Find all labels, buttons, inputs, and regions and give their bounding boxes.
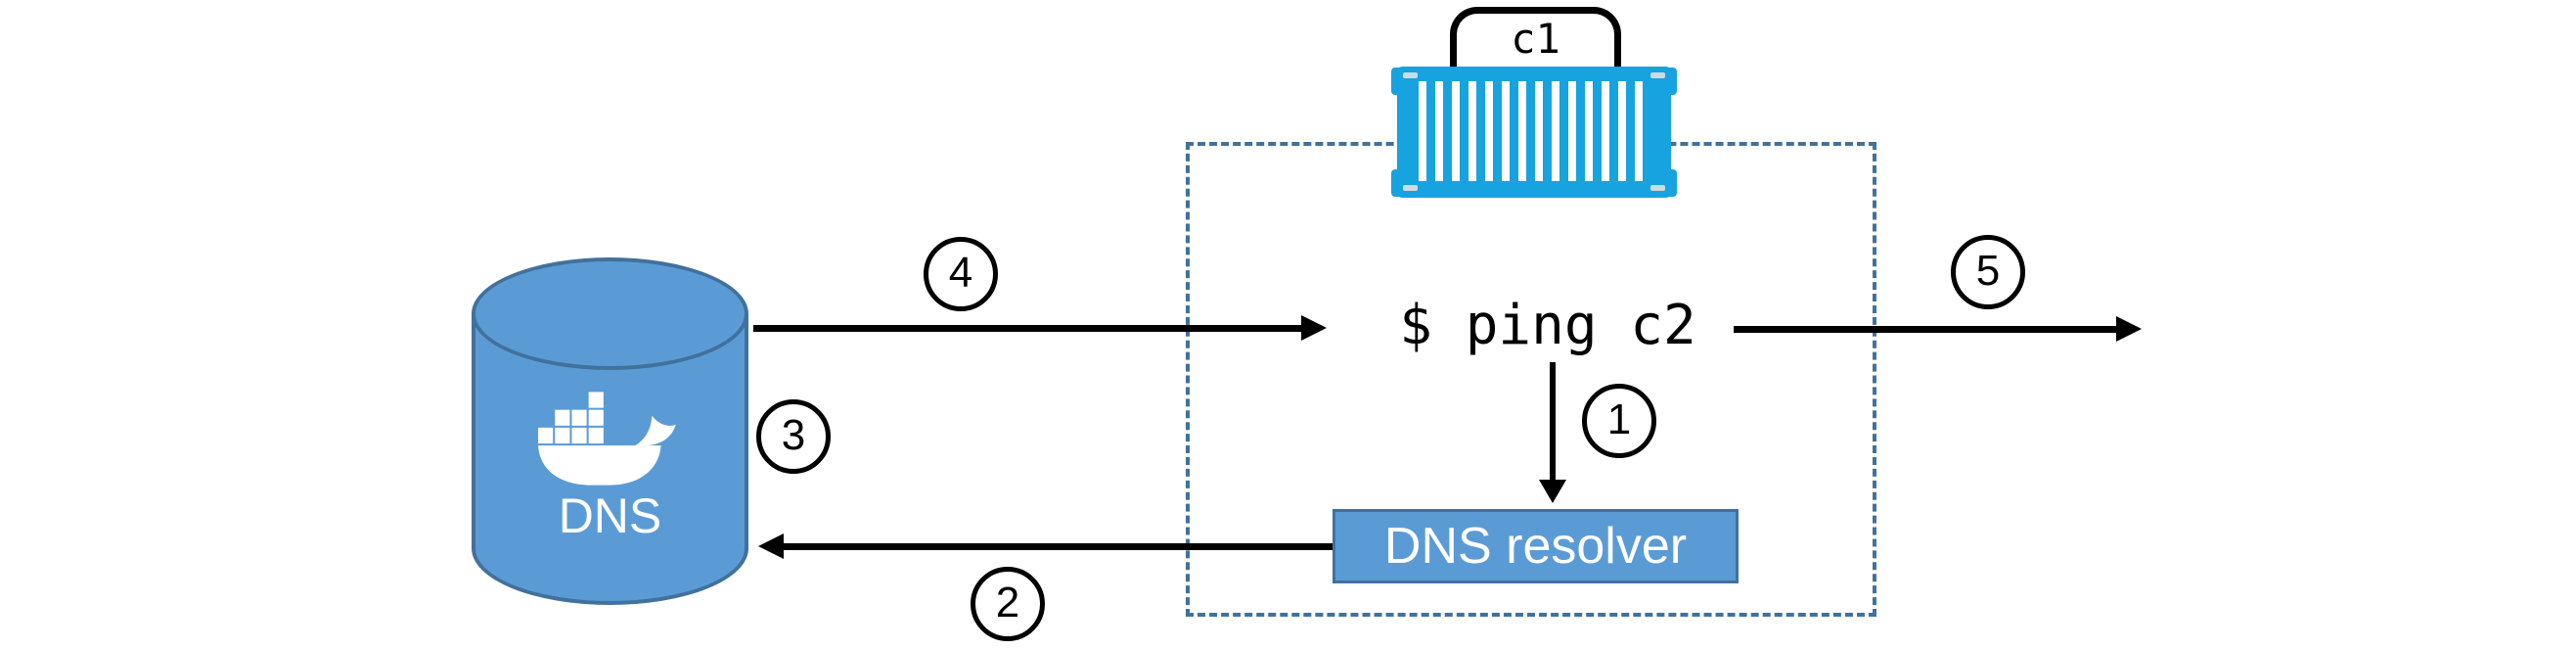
- container-corner-tab: [1391, 169, 1415, 197]
- arrow-step4-shaft: [753, 325, 1303, 332]
- arrow-step1-head: [1539, 480, 1566, 503]
- arrow-step2-head: [758, 533, 784, 559]
- container-corner-tab: [1653, 169, 1677, 197]
- arrow-step5-head: [2116, 316, 2142, 342]
- container-corner-mark: [1650, 185, 1665, 191]
- arrow-step1-shaft: [1550, 362, 1556, 482]
- dns-database-cylinder-top: [472, 257, 748, 370]
- arrow-step5-shaft: [1734, 326, 2118, 333]
- step-badge-2: 2: [971, 567, 1045, 641]
- dns-resolver-box: DNS resolver: [1333, 509, 1739, 583]
- container-corner-mark: [1650, 72, 1665, 78]
- dns-resolver-label: DNS resolver: [1383, 518, 1688, 575]
- step-badge-4: 4: [924, 237, 998, 311]
- dns-store-label: DNS: [558, 488, 662, 543]
- arrow-step4-head: [1301, 315, 1327, 341]
- container-stripes: [1419, 81, 1651, 181]
- step-badge-1: 1: [1582, 384, 1656, 458]
- arrow-step2-shaft: [782, 543, 1333, 550]
- container-corner-tab: [1391, 68, 1415, 95]
- container-corner-mark: [1403, 185, 1418, 191]
- step-badge-5: 5: [1951, 235, 2025, 309]
- docker-whale-icon: [538, 392, 676, 486]
- step-badge-3: 3: [756, 399, 831, 474]
- ping-command-text: $ ping c2: [1399, 294, 1696, 357]
- docker-container-icon: [1391, 67, 1677, 198]
- container-corner-mark: [1403, 72, 1418, 78]
- container-label: c1: [1511, 15, 1560, 63]
- container-corner-tab: [1653, 68, 1677, 95]
